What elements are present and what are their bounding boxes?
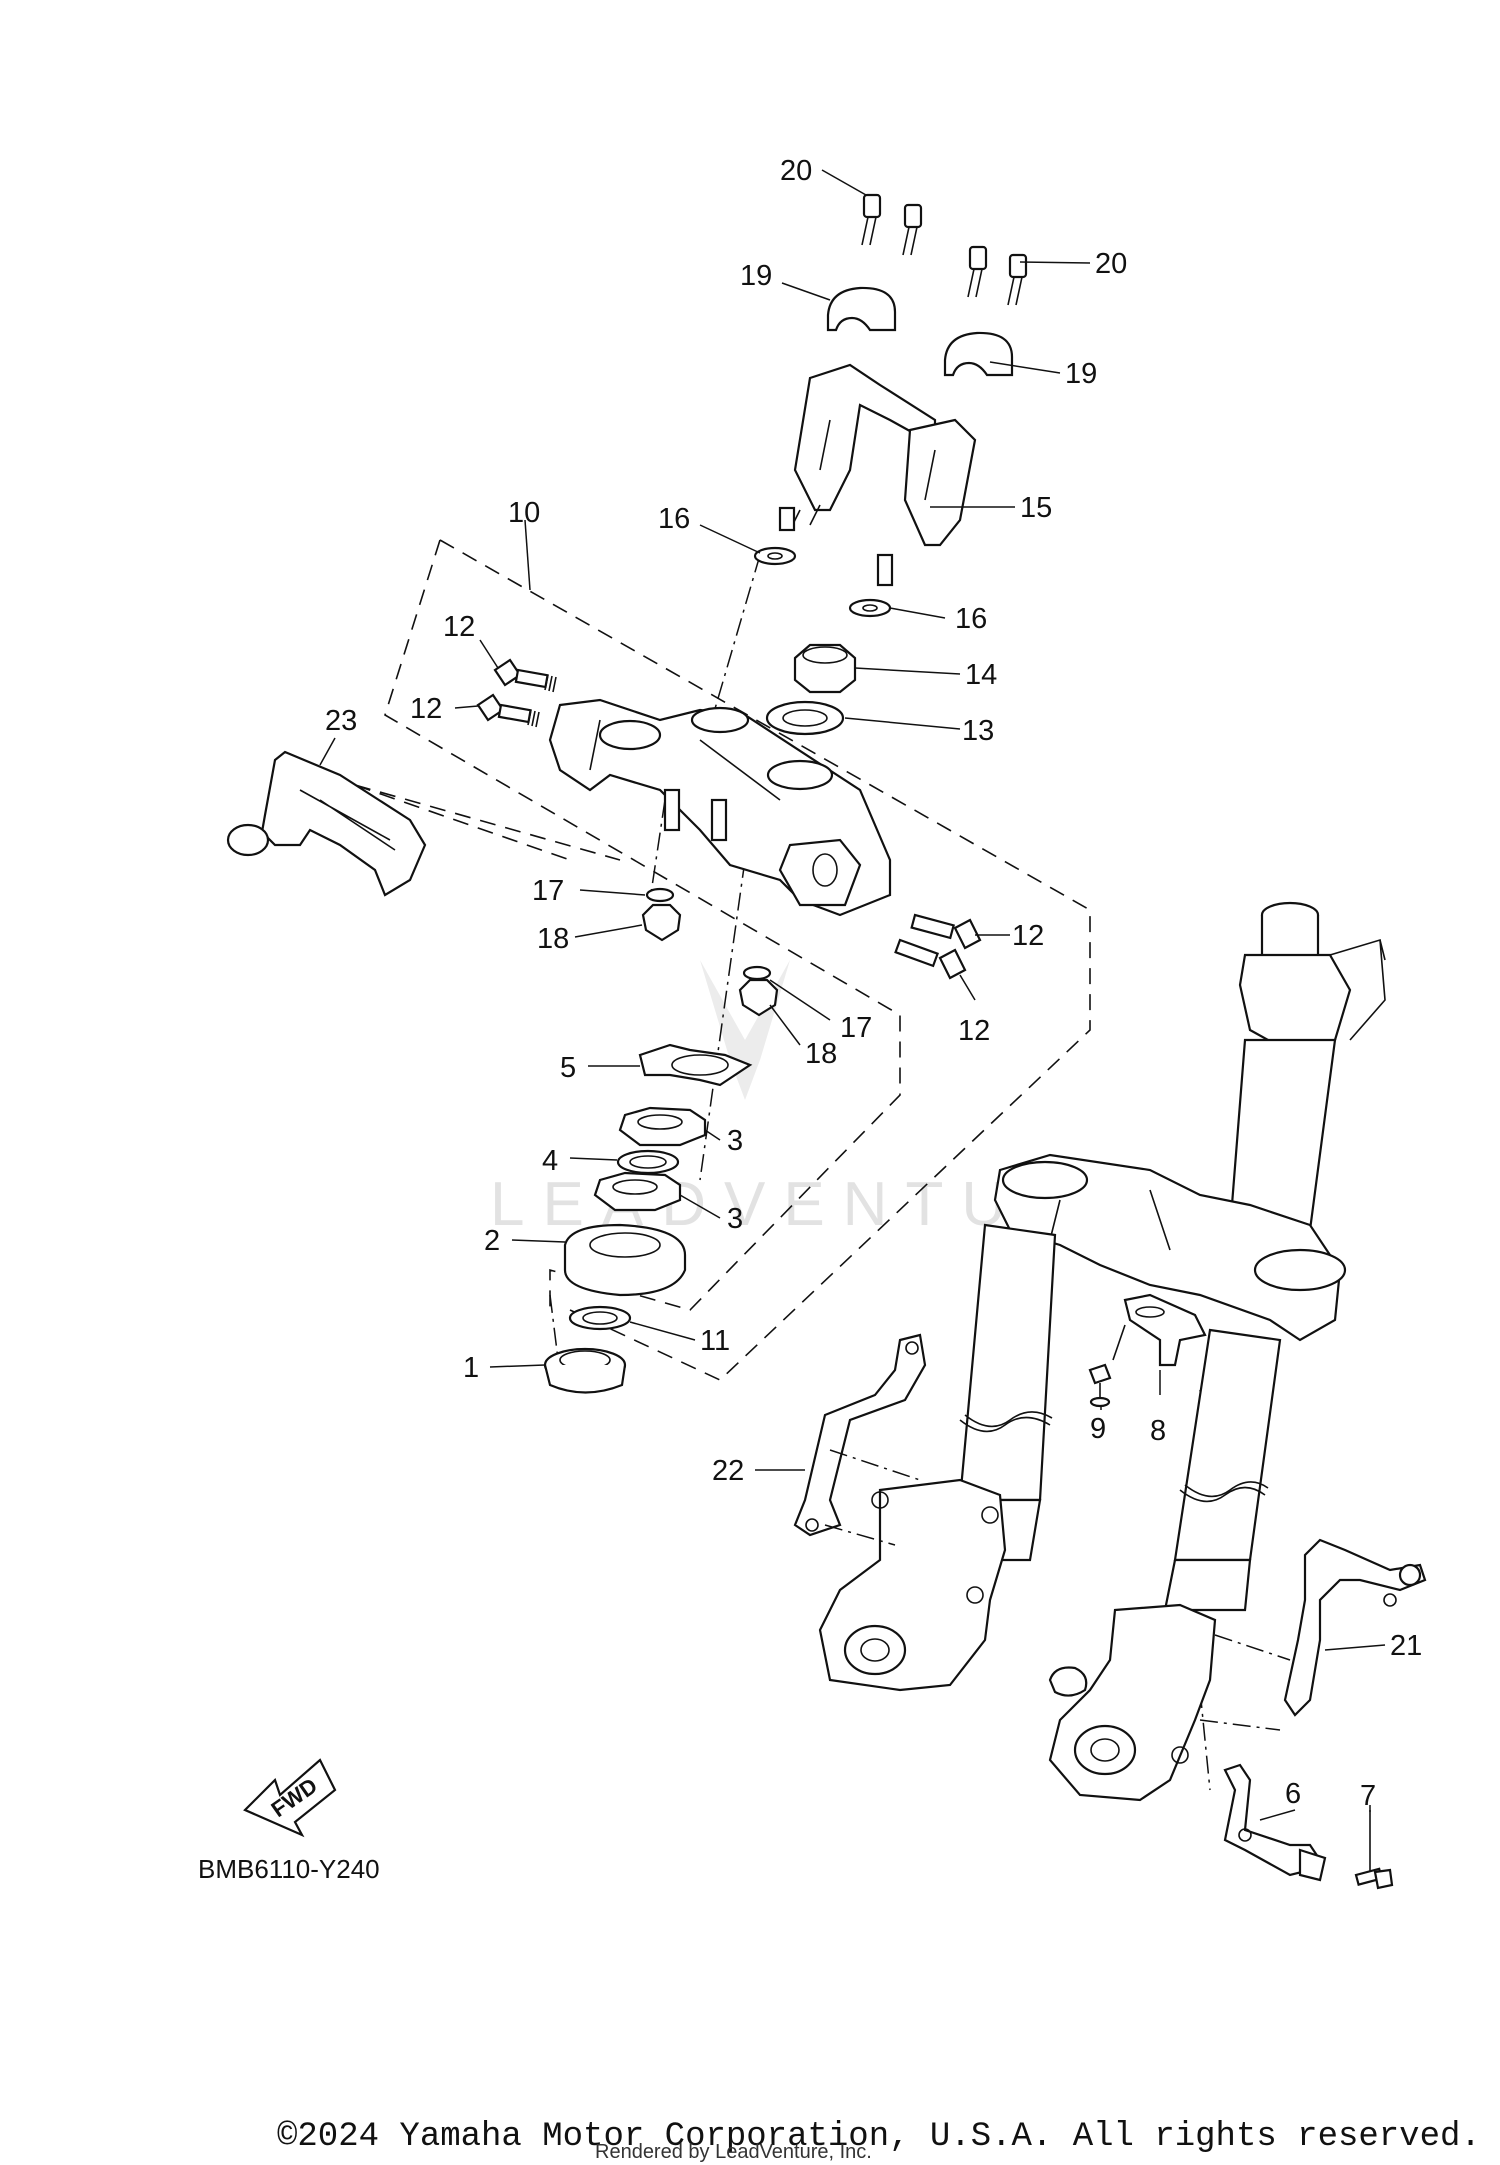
callout-16: 16 — [955, 603, 987, 635]
washer-16 — [753, 546, 892, 618]
fork-leg-right — [1048, 1481, 1269, 1802]
copyright-notice: ©2024 Yamaha Motor Corporation, U.S.A. A… — [277, 2118, 1481, 2156]
callout-17: 17 — [840, 1012, 872, 1044]
callout-22: 22 — [712, 1455, 744, 1487]
screw-9 — [1088, 1324, 1126, 1408]
callout-5: 5 — [560, 1052, 576, 1084]
bracket-21 — [1199, 1538, 1427, 1731]
upper-bracket — [548, 698, 892, 917]
bracket-23 — [226, 750, 427, 897]
nut-18 — [641, 903, 779, 1017]
bracket-22 — [793, 1333, 927, 1546]
render-credit: Rendered by LeadVenture, Inc. — [595, 2141, 872, 2163]
callout-18: 18 — [805, 1038, 837, 1070]
callout-3: 3 — [727, 1125, 743, 1157]
callout-labels: 20 20 19 19 15 16 16 10 14 13 12 12 12 1… — [325, 155, 1422, 1812]
callout-8: 8 — [1150, 1415, 1166, 1447]
clip-8 — [1123, 1293, 1207, 1367]
callout-16: 16 — [658, 503, 690, 535]
callout-2: 2 — [484, 1225, 500, 1257]
callout-10: 10 — [508, 497, 540, 529]
nut-14 — [793, 643, 857, 694]
bolt-12 — [476, 658, 982, 980]
callout-1: 1 — [463, 1352, 479, 1384]
callout-13: 13 — [962, 715, 994, 747]
bracket-6 — [1223, 1763, 1327, 1882]
fork-leg-left — [818, 1411, 1053, 1692]
callout-4: 4 — [542, 1145, 558, 1177]
washer-17 — [645, 887, 772, 981]
handle-holder-15 — [778, 363, 977, 587]
callout-20: 20 — [1095, 248, 1127, 280]
callout-21: 21 — [1390, 1630, 1422, 1662]
callout-15: 15 — [1020, 492, 1052, 524]
bearing-2 — [563, 1223, 687, 1297]
callout-17: 17 — [532, 875, 564, 907]
handlebar-clamp-19 — [826, 286, 1014, 377]
callout-11: 11 — [700, 1325, 730, 1357]
ring-nut-3 — [593, 1106, 707, 1212]
washer-4 — [616, 1149, 680, 1175]
callout-12: 12 — [410, 693, 442, 725]
callout-18: 18 — [537, 923, 569, 955]
callout-19: 19 — [1065, 358, 1097, 390]
bearing-1 — [543, 1347, 627, 1394]
callout-19: 19 — [740, 260, 772, 292]
seal-11 — [568, 1305, 632, 1331]
callout-12: 12 — [1012, 920, 1044, 952]
callout-7: 7 — [1360, 1780, 1376, 1812]
callout-6: 6 — [1285, 1778, 1301, 1810]
callout-14: 14 — [965, 659, 997, 691]
callout-12: 12 — [443, 611, 475, 643]
fwd-arrow-icon: FWD — [243, 1758, 337, 1838]
callout-12: 12 — [958, 1015, 990, 1047]
leader-lines — [319, 169, 1386, 1821]
washer-13 — [765, 700, 845, 736]
bolt-20 — [861, 193, 1028, 306]
bolt-7 — [1354, 1810, 1394, 1890]
callout-3: 3 — [727, 1203, 743, 1235]
diagram-code: BMB6110-Y240 — [198, 1854, 380, 1884]
callout-23: 23 — [325, 705, 357, 737]
callout-20: 20 — [780, 155, 812, 187]
callout-9: 9 — [1090, 1413, 1106, 1445]
assembly-outline — [354, 539, 1091, 1381]
cover-5 — [638, 1043, 753, 1087]
steering-assembly — [958, 901, 1386, 1562]
